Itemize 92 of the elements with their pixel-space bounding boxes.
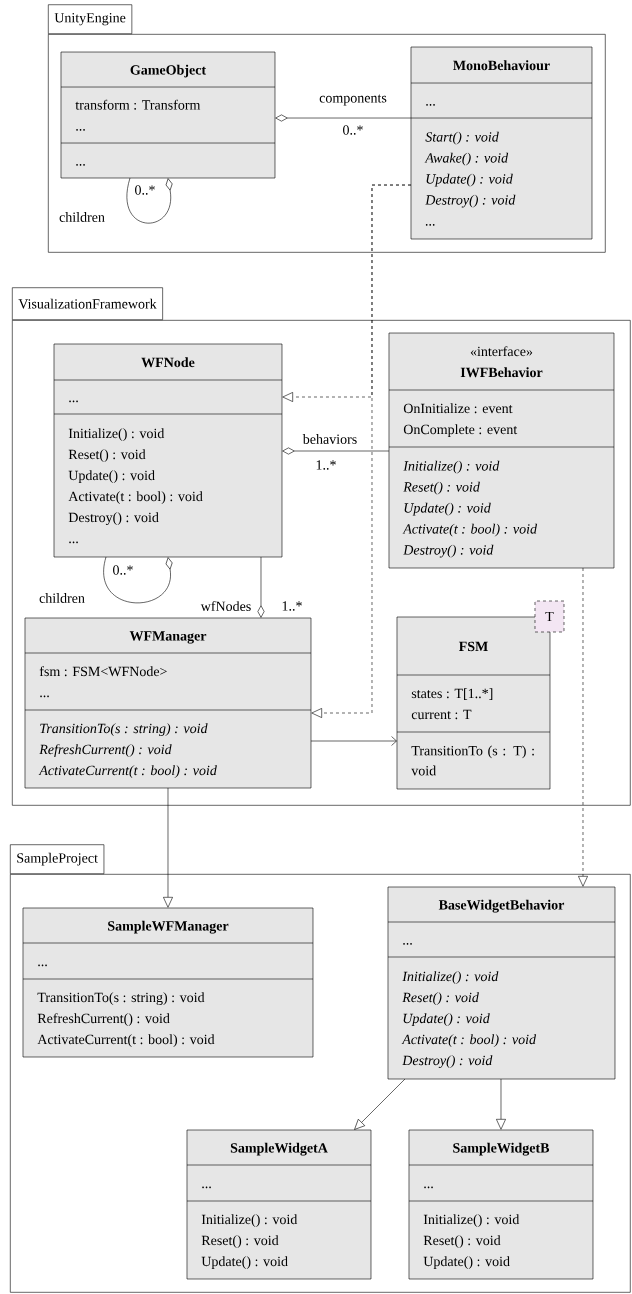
member-text: ... — [424, 1186, 433, 1189]
member-text: Start() : void — [425, 131, 499, 145]
member-text: OnComplete : event — [403, 424, 518, 437]
member-text: transform : Transform — [75, 99, 201, 110]
member-text: states : T[1..*] — [411, 688, 493, 700]
member-text: TransitionTo(s : string) : void — [40, 723, 208, 736]
connector — [496, 1078, 506, 1130]
stereotype-text: «interface» — [470, 346, 533, 357]
member-text: ... — [76, 164, 85, 166]
member-text: Update() : void — [403, 1013, 490, 1026]
member-text: Initialize() : void — [423, 1214, 520, 1227]
member-text: ... — [76, 129, 85, 131]
member-text: RefreshCurrent() : void — [37, 1013, 170, 1026]
member-text: Destroy() : void — [403, 544, 494, 558]
connector — [578, 567, 588, 887]
member-text: Update() : void — [68, 470, 155, 483]
member-text: Destroy() : void — [68, 512, 159, 526]
member-text: Awake() : void — [424, 152, 509, 166]
connector — [310, 736, 397, 746]
class-name: SampleWFManager — [108, 920, 229, 934]
member-text: Initialize() : void — [68, 428, 165, 441]
member-text: ... — [69, 541, 78, 544]
connector — [257, 556, 265, 618]
member-text: Update() : void — [404, 502, 491, 516]
edge-label: children — [58, 211, 106, 223]
package-label: SampleProject — [10, 844, 105, 874]
member-text: current : T — [411, 709, 472, 720]
class-box — [410, 46, 593, 240]
class-box — [387, 886, 616, 1080]
class-name: MonoBehaviour — [453, 60, 550, 71]
class-box — [22, 907, 314, 1058]
member-text: ActivateCurrent(t : bool) : void — [37, 1034, 215, 1047]
class-name: WFManager — [129, 631, 207, 644]
member-text: ... — [40, 695, 49, 698]
member-text: Activate(t : bool) : void — [401, 1034, 537, 1047]
package-label: VisualizationFramework — [12, 287, 163, 321]
member-text: Reset() : void — [68, 449, 146, 462]
multiplicity-label: 1..* — [316, 460, 336, 470]
class-box — [53, 343, 283, 558]
member-text: Reset() : void — [423, 1235, 501, 1248]
class-box — [60, 51, 276, 179]
edge-label: wfNodes — [199, 600, 253, 612]
member-text: Initialize() : void — [402, 971, 499, 984]
member-text: Update() : void — [423, 1256, 510, 1269]
connector — [275, 114, 412, 122]
class-name: FSM — [458, 641, 488, 652]
template-parameter-box: T — [534, 600, 565, 633]
package-label: UnityEngine — [48, 4, 133, 34]
edge-label: children — [38, 592, 86, 604]
edge-label: behaviors — [301, 433, 359, 445]
member-text: RefreshCurrent() : void — [39, 744, 172, 757]
class-box — [24, 617, 312, 789]
member-text: ... — [69, 400, 78, 403]
class-name: SampleWidgetA — [230, 1142, 328, 1156]
member-text: Initialize() : void — [201, 1214, 298, 1227]
member-text: Destroy() : void — [425, 194, 516, 208]
member-text: ... — [38, 964, 47, 967]
class-name: IWFBehavior — [460, 367, 543, 378]
connector — [163, 787, 173, 908]
member-text: OnInitialize : event — [403, 403, 513, 414]
member-text: ActivateCurrent(t : bool) : void — [38, 765, 217, 778]
class-name: GameObject — [130, 64, 207, 78]
member-text: TransitionTo (s : T) : void — [411, 745, 534, 776]
class-name: WFNode — [141, 357, 195, 368]
multiplicity-label: 0..* — [135, 185, 155, 195]
member-text: ... — [426, 104, 435, 106]
multiplicity-label: 0..* — [113, 565, 133, 575]
class-name: SampleWidgetB — [453, 1142, 550, 1156]
member-text: Activate(t : bool) : void — [68, 491, 203, 504]
connector — [354, 1078, 406, 1130]
member-text: Activate(t : bool) : void — [402, 523, 538, 537]
member-text: Initialize() : void — [403, 460, 500, 474]
connector — [103, 556, 173, 604]
member-text: ... — [202, 1186, 211, 1189]
member-text: Update() : void — [201, 1256, 288, 1269]
member-text: Reset() : void — [201, 1235, 279, 1248]
class-box — [408, 1129, 594, 1280]
member-text: ... — [403, 943, 412, 945]
connector — [126, 177, 173, 224]
multiplicity-label: 0..* — [343, 125, 363, 135]
connector — [282, 447, 390, 455]
member-text: Reset() : void — [403, 481, 480, 495]
connector — [311, 184, 412, 718]
class-box — [388, 332, 615, 569]
member-text: fsm : FSM<WFNode> — [39, 666, 167, 677]
member-text: Update() : void — [426, 173, 513, 187]
member-text: TransitionTo(s : string) : void — [37, 992, 205, 1006]
class-box — [186, 1129, 372, 1280]
member-text: Reset() : void — [402, 992, 479, 1005]
class-name: BaseWidgetBehavior — [438, 899, 565, 913]
member-text: ... — [425, 224, 435, 226]
member-text: Destroy() : void — [402, 1055, 493, 1069]
